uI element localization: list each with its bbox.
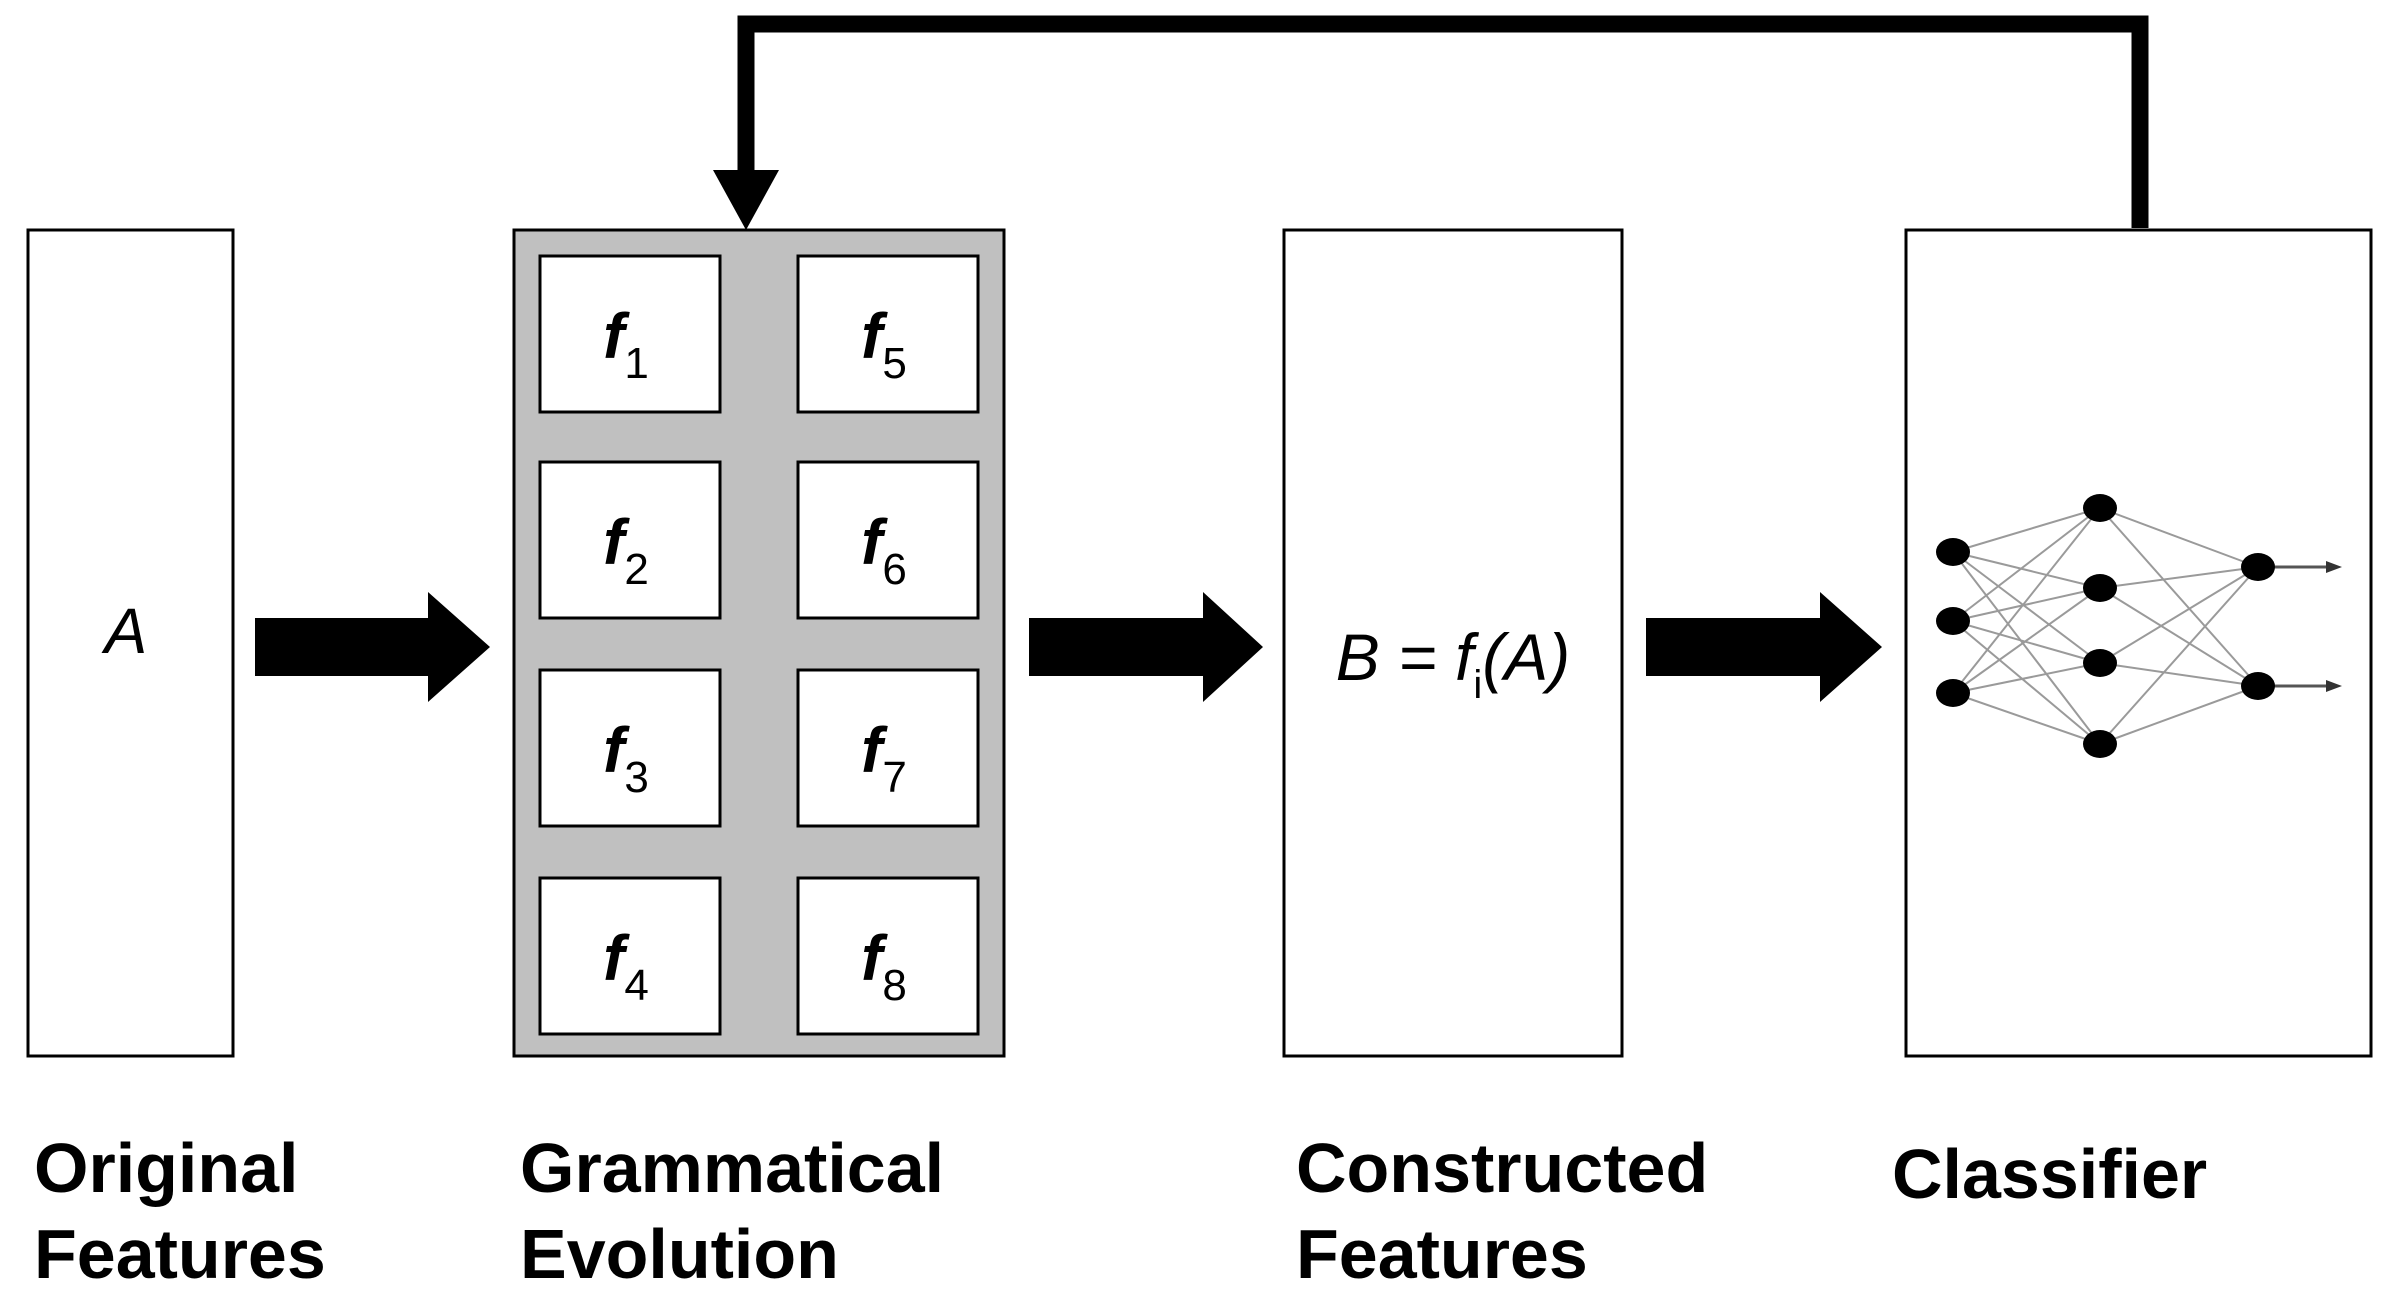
network-edge (1952, 620, 2101, 664)
function-grid: f1 f2 f3 f4 f5 f6 f7 f8 (538, 254, 980, 1036)
network-edge (2099, 566, 2259, 589)
function-box-1: f1 (538, 254, 722, 414)
grammatical-evolution-caption-line1: Grammatical (520, 1129, 944, 1207)
network-node (1936, 679, 1970, 707)
function-box-7: f7 (796, 668, 980, 828)
function-subscript: 5 (882, 339, 906, 388)
network-edge (1952, 551, 2101, 664)
network-edge (1952, 507, 2101, 622)
network-node (2083, 494, 2117, 522)
network-node (2241, 553, 2275, 581)
network-edge (2099, 507, 2259, 568)
constructed-features-caption-line2: Features (1296, 1215, 1588, 1293)
arrow-to-grammatical-evolution (255, 592, 490, 702)
function-subscript: 8 (882, 961, 906, 1010)
network-node (2083, 574, 2117, 602)
grammatical-evolution-caption-line2: Evolution (520, 1215, 839, 1293)
arrow-to-classifier (1646, 592, 1882, 702)
function-box-frame (538, 668, 722, 828)
classifier-caption: Classifier (1892, 1135, 2207, 1213)
constructed-features-formula: B = fi(A) (1336, 620, 1570, 707)
network-output-arrowhead (2326, 561, 2342, 573)
network-edge (2099, 507, 2259, 687)
function-box-4: f4 (538, 876, 722, 1036)
network-node (1936, 607, 1970, 635)
function-box-8: f8 (796, 876, 980, 1036)
function-box-frame (796, 876, 980, 1036)
network-edge (1952, 692, 2101, 745)
feedback-loop (713, 15, 2149, 230)
network-node (2083, 730, 2117, 758)
network-edge (1952, 587, 2101, 622)
constructed-features-caption-line1: Constructed (1296, 1129, 1708, 1207)
network-edge (1952, 507, 2101, 694)
function-subscript: 4 (624, 961, 648, 1010)
network-edge (2099, 685, 2259, 745)
function-subscript: 7 (882, 753, 906, 802)
network-edge (1952, 551, 2101, 589)
original-features-caption-line1: Original (34, 1129, 298, 1207)
constructed-features-box (1282, 228, 1624, 1058)
function-box-5: f5 (796, 254, 980, 414)
network-edge (1952, 620, 2101, 745)
network-edge (2099, 566, 2259, 664)
function-subscript: 6 (882, 545, 906, 594)
feedback-line (737, 15, 2149, 228)
function-box-frame (796, 668, 980, 828)
function-box-frame (796, 254, 980, 414)
network-output-arrowhead (2326, 680, 2342, 692)
function-box-frame (538, 460, 722, 620)
classifier-box (1904, 228, 2373, 1058)
feedback-arrowhead (713, 170, 779, 230)
function-box-frame (538, 254, 722, 414)
neural-network-icon (1936, 494, 2342, 758)
function-box-frame (538, 876, 722, 1036)
function-box-6: f6 (796, 460, 980, 620)
network-edge (1952, 587, 2101, 694)
function-box-3: f3 (538, 668, 722, 828)
function-label: f2 (603, 506, 649, 594)
network-node (2083, 649, 2117, 677)
function-label: f3 (603, 714, 649, 802)
network-node (2241, 672, 2275, 700)
network-edge (1952, 662, 2101, 694)
network-edge (2099, 662, 2259, 687)
function-subscript: 2 (624, 545, 648, 594)
original-features-box (26, 228, 235, 1058)
function-subscript: 3 (624, 753, 648, 802)
network-edge (2099, 587, 2259, 687)
function-box-2: f2 (538, 460, 722, 620)
network-edge (1952, 551, 2101, 745)
arrow-to-constructed-features (1029, 592, 1263, 702)
network-edge (1952, 507, 2101, 553)
network-node (1936, 538, 1970, 566)
function-box-frame (796, 460, 980, 620)
original-features-caption-line2: Features (34, 1215, 326, 1293)
network-edge (2099, 566, 2259, 745)
function-subscript: 1 (624, 339, 648, 388)
original-features-symbol: A (101, 595, 148, 667)
